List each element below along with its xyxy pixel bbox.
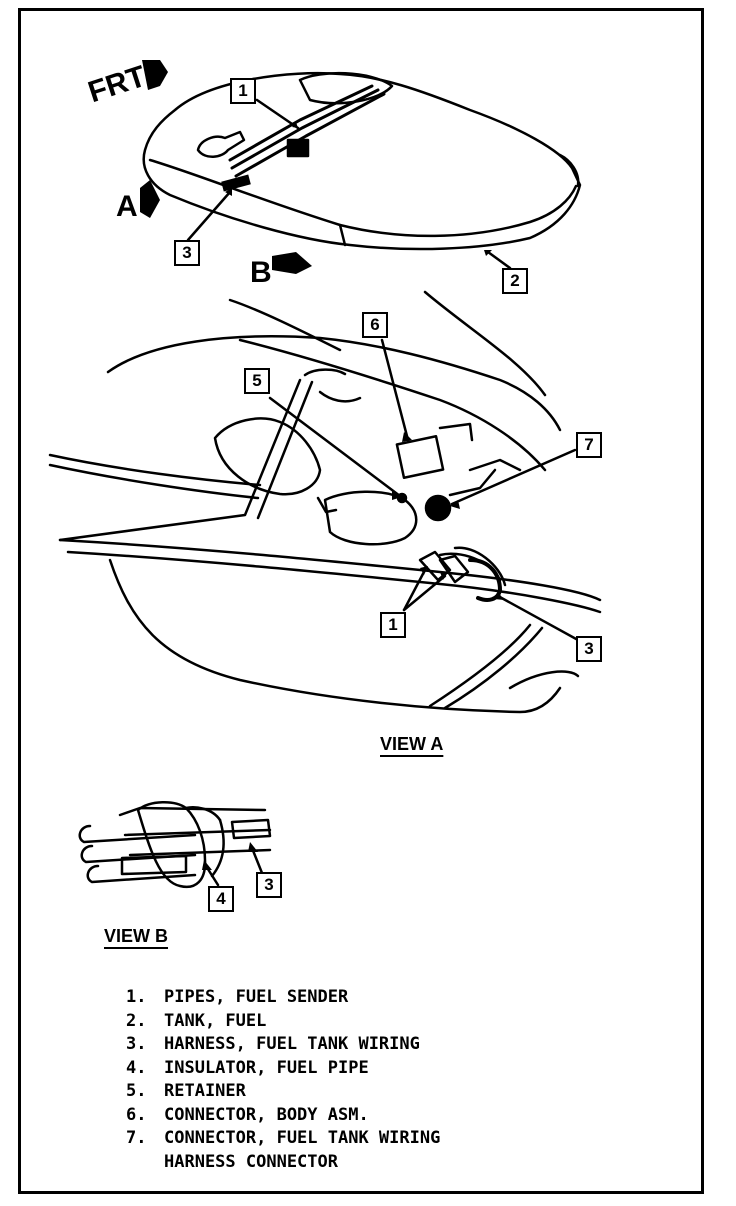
callout-pipes: 1 [230, 78, 256, 104]
view-a-drawing [48, 290, 602, 714]
callout-connector-body: 6 [362, 312, 388, 338]
callout-retainer: 5 [244, 368, 270, 394]
legend-item: 2.TANK, FUEL [126, 1010, 267, 1031]
view-b-label: VIEW B [104, 926, 169, 946]
parts-legend: 1.PIPES, FUEL SENDER 2.TANK, FUEL 3.HARN… [126, 986, 440, 1174]
callout-insulator: 4 [208, 886, 234, 912]
callout-connector-wiring: 7 [576, 432, 602, 458]
legend-item: 6.CONNECTOR, BODY ASM. [126, 1104, 369, 1125]
fuel-tank-drawing [142, 71, 582, 251]
callout-tank: 2 [502, 268, 528, 294]
legend-item: 3.HARNESS, FUEL TANK WIRING [126, 1034, 420, 1054]
callout-harness: 3 [174, 240, 200, 266]
view-a-arrow-icon [140, 180, 160, 218]
view-a-label: VIEW A [380, 734, 444, 754]
callout-pipes-view-a: 1 [380, 612, 406, 638]
diagram-frame [18, 8, 704, 1194]
front-arrow-icon [142, 60, 168, 90]
callout-harness-view-b: 3 [256, 872, 282, 898]
legend-item: 7.CONNECTOR, FUEL TANK WIRING [126, 1128, 441, 1148]
view-b-direction-label: B [250, 256, 272, 289]
legend-item: 4.INSULATOR, FUEL PIPE [126, 1057, 369, 1078]
view-b-arrow-icon [272, 252, 312, 274]
callout-harness-view-a: 3 [576, 636, 602, 662]
legend-item-continuation: HARNESS CONNECTOR [164, 1151, 338, 1172]
legend-item: 1.PIPES, FUEL SENDER [126, 987, 349, 1007]
legend-item: 5.RETAINER [126, 1081, 246, 1101]
view-b-drawing [78, 801, 272, 889]
leader-line [255, 98, 300, 130]
view-a-direction-label: A [116, 190, 138, 223]
